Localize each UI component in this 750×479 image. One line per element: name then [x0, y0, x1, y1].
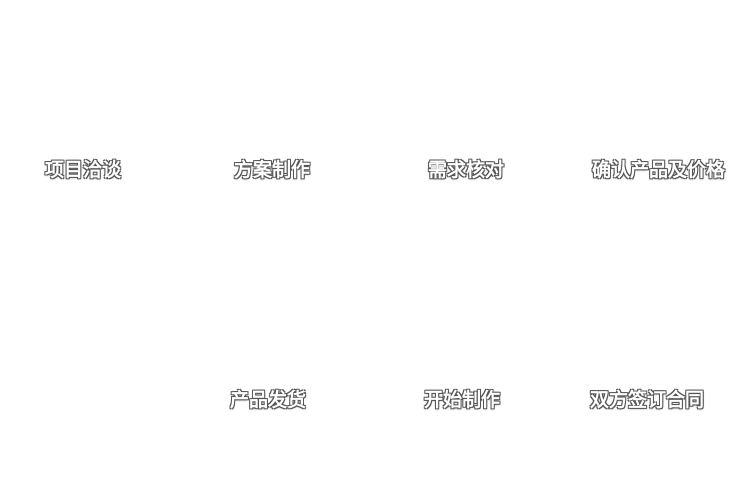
step-label-confirm-product-price: 确认产品及价格: [592, 160, 726, 181]
step-label-start-production: 开始制作: [424, 390, 501, 411]
step-label-sign-contract: 双方签订合同: [590, 390, 705, 411]
step-label-plan-production: 方案制作: [234, 160, 311, 181]
step-label-project-negotiation: 项目洽谈: [45, 160, 122, 181]
step-label-requirements-check: 需求核对: [428, 160, 505, 181]
step-label-product-shipping: 产品发货: [230, 390, 307, 411]
